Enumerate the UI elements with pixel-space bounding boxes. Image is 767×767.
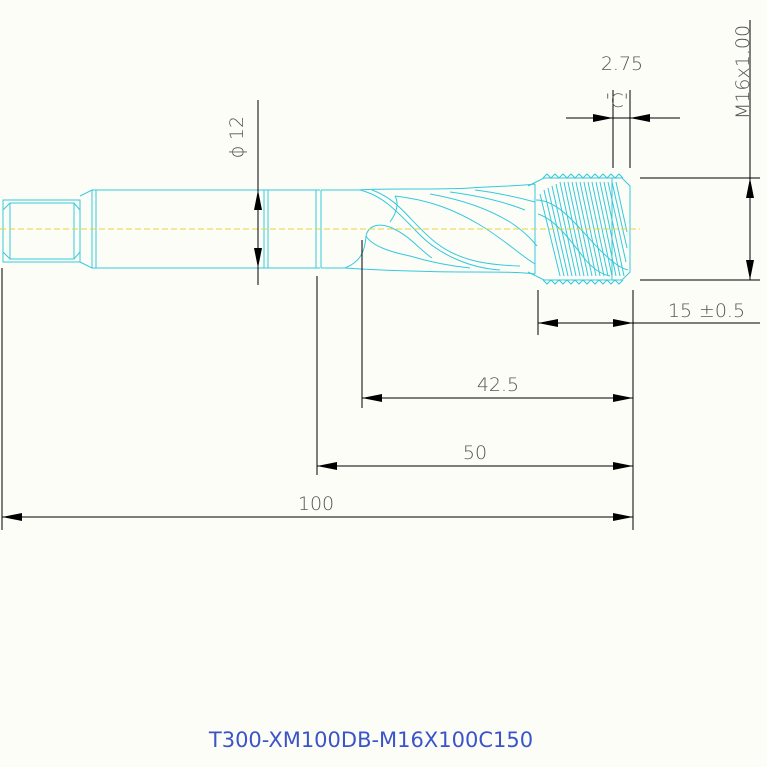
dim-thread-size: M16x1.00 xyxy=(732,25,754,119)
dim-chamfer-label: 'C' xyxy=(605,90,629,112)
part-number: T300-XM100DB-M16X100C150 xyxy=(208,728,533,752)
dim-thread-tolerance: ±0.5 xyxy=(699,300,745,322)
dim-shank-diameter: 12 xyxy=(226,116,248,140)
dimension-lines xyxy=(1,20,760,530)
thread-helix-lines xyxy=(535,181,629,277)
dim-flute-length: 42.5 xyxy=(477,374,519,396)
dim-shank-to-tip: 50 xyxy=(463,442,487,464)
dim-chamfer: 2.75 xyxy=(601,53,643,75)
dim-thread-length: 15 xyxy=(668,300,692,322)
diameter-symbol: ϕ xyxy=(226,146,248,159)
dim-overall-length: 100 xyxy=(298,493,334,515)
